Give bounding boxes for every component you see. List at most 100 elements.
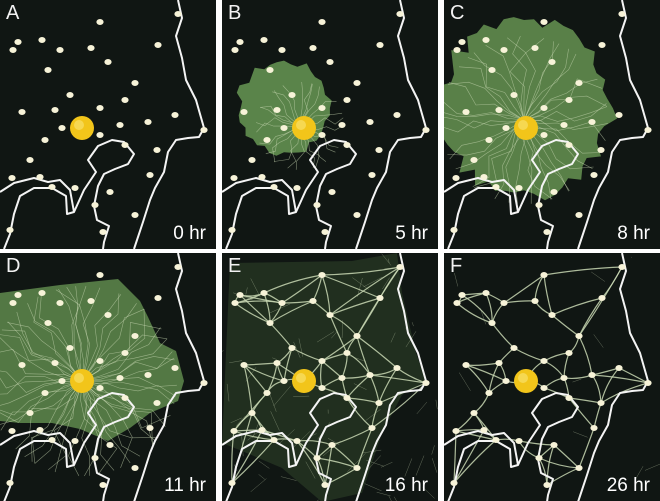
coastline — [133, 0, 205, 249]
mold-tube — [263, 274, 323, 294]
mold-vein — [1, 329, 83, 382]
mold-vein — [81, 334, 168, 382]
food-source — [482, 37, 490, 43]
mold-tube — [250, 478, 267, 492]
mold-tube — [454, 272, 459, 287]
food-source — [228, 227, 236, 233]
food-source — [510, 345, 518, 351]
food-source — [452, 428, 460, 434]
food-source — [343, 395, 351, 401]
food-source — [48, 184, 56, 190]
food-source — [368, 172, 376, 178]
mold-tube — [381, 253, 392, 266]
food-source — [326, 312, 334, 318]
mold-tube — [388, 495, 392, 501]
mold-vein — [66, 287, 83, 382]
central-highlight — [74, 373, 84, 383]
coastline — [133, 253, 205, 501]
mold-vein — [0, 380, 83, 425]
mold-vein — [523, 53, 577, 121]
mold-tube — [461, 294, 493, 324]
mold-tube — [296, 440, 326, 486]
mold-vein — [0, 380, 83, 431]
mold-tube — [600, 367, 620, 404]
food-source — [248, 410, 256, 416]
mold-tube — [316, 331, 335, 343]
mold-vein — [81, 357, 175, 382]
food-source — [540, 358, 548, 364]
food-source — [540, 385, 548, 391]
mold-tube — [543, 266, 623, 276]
food-source — [422, 127, 430, 133]
food-source — [531, 45, 539, 51]
time-label: 26 hr — [606, 475, 650, 496]
time-label: 5 hr — [395, 223, 428, 244]
mold-tube — [390, 332, 396, 343]
panel-label: A — [6, 2, 20, 24]
food-source — [91, 455, 99, 461]
food-source — [590, 172, 598, 178]
mold-vein — [444, 112, 525, 121]
mold-tube — [226, 383, 230, 402]
mold-vein — [523, 106, 608, 122]
food-source — [6, 227, 14, 233]
food-source — [153, 147, 161, 153]
food-source — [240, 109, 248, 115]
mold-tube — [591, 374, 649, 384]
food-source — [230, 428, 238, 434]
mold-tube — [329, 297, 381, 316]
mold-vein — [0, 337, 83, 382]
mold-tube — [578, 297, 603, 337]
mold-vein — [81, 308, 145, 382]
food-source — [575, 80, 583, 86]
panel-f: F 26 hr — [444, 253, 660, 501]
food-source — [14, 292, 22, 298]
mold-tube — [573, 431, 588, 438]
mold-vein — [523, 78, 602, 121]
food-source — [87, 298, 95, 304]
food-source — [9, 47, 17, 53]
mold-tube — [618, 367, 649, 384]
mold-tube — [453, 429, 485, 484]
mold-vein — [81, 338, 168, 382]
food-source — [458, 292, 466, 298]
coastline — [577, 253, 649, 501]
coastline — [517, 392, 579, 501]
food-source — [543, 482, 551, 488]
food-source — [588, 372, 596, 378]
mold-tube — [245, 287, 248, 295]
panel-b: B 5 hr — [222, 0, 438, 249]
food-source — [96, 105, 104, 111]
mold-tube — [431, 458, 438, 473]
mold-tube — [245, 367, 257, 382]
food-source — [353, 80, 361, 86]
panel-c: C 8 hr — [444, 0, 660, 249]
food-source — [231, 47, 239, 53]
mold-vein — [444, 116, 525, 129]
mold-vein — [81, 294, 122, 382]
food-source — [174, 11, 182, 17]
food-source — [495, 107, 503, 113]
mold-tube — [298, 338, 304, 357]
food-source — [618, 11, 626, 17]
central-highlight — [518, 373, 528, 383]
mold-tube — [258, 474, 265, 480]
food-source — [44, 67, 52, 73]
food-source — [575, 333, 583, 339]
mold-tube — [513, 347, 545, 362]
mold-vein — [81, 293, 120, 382]
food-source — [51, 107, 59, 113]
time-label: 0 hr — [173, 223, 206, 244]
mold-vein — [48, 380, 83, 471]
food-source — [548, 59, 556, 65]
coastline — [295, 139, 357, 249]
food-source — [326, 59, 334, 65]
mold-tube — [311, 433, 317, 436]
food-source — [66, 345, 74, 351]
mold-tube — [644, 463, 660, 471]
food-source — [144, 119, 152, 125]
mold-tube — [269, 393, 277, 412]
food-source — [131, 333, 139, 339]
mold-tube — [353, 383, 367, 390]
